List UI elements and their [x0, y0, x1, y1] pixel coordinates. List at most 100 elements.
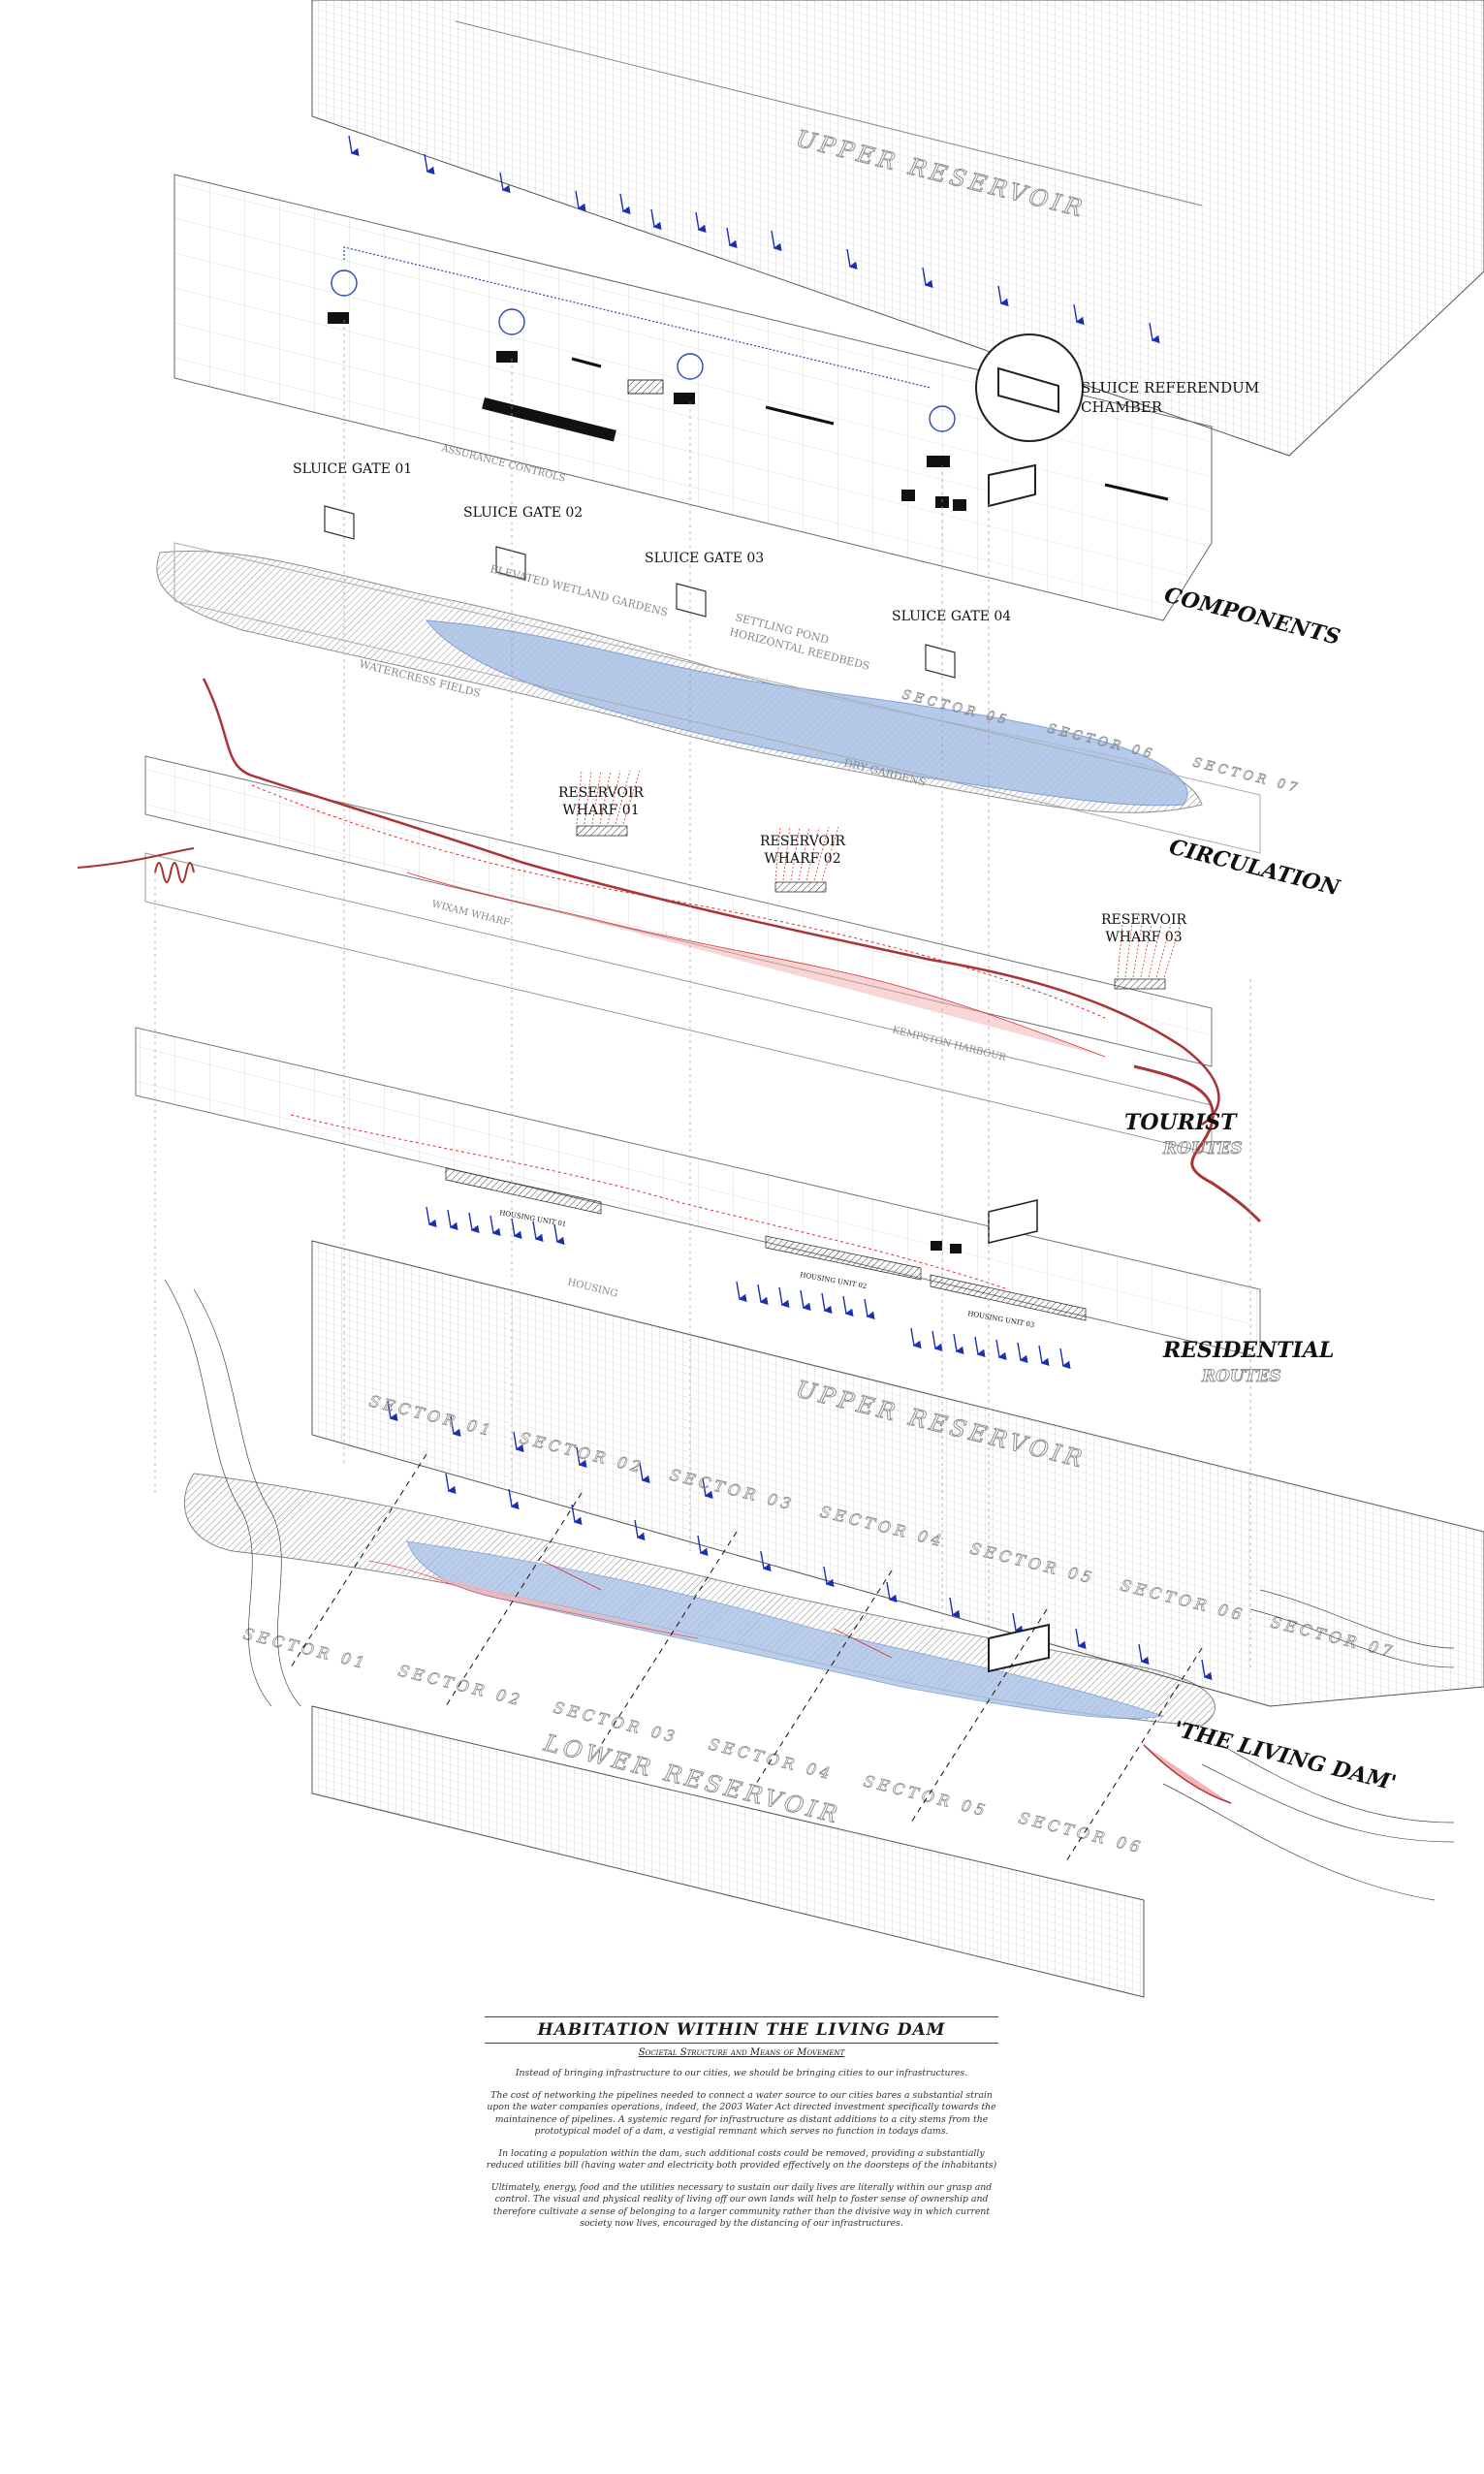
flow-arrow: [778, 1286, 790, 1308]
tourist-routes-title: TOURIST ROUTES: [1124, 1110, 1244, 1158]
flow-arrow: [348, 135, 360, 156]
projection-lines: [154, 320, 1251, 1667]
components-title: COMPONENTS: [1162, 583, 1343, 650]
item-housing: HOUSING: [566, 1277, 618, 1299]
flow-arrow: [726, 227, 738, 248]
living-dam-assembly: UPPER RESERVOIR LOWER RESERVOIR SECTOR 0…: [164, 1240, 1484, 1998]
flow-arrow: [1017, 1342, 1028, 1363]
flow-arrow: [931, 1330, 943, 1351]
flow-arrow: [1075, 1628, 1087, 1649]
flow-arrow: [499, 172, 511, 193]
caption-subtitle: Societal Structure and Means of Movement: [638, 2047, 845, 2058]
sluice-gate-01-label: SLUICE GATE 01: [293, 461, 412, 477]
housing-flow-arrows: [426, 1206, 1071, 1369]
flow-arrow: [886, 1581, 898, 1602]
caption-paragraph-4: Ultimately, energy, food and the utiliti…: [490, 2181, 993, 2230]
flow-arrow: [1038, 1345, 1050, 1366]
caption-paragraph-2: The cost of networking the pipelines nee…: [487, 2089, 996, 2138]
caption-title: HABITATION WITHIN THE LIVING DAM: [485, 2016, 998, 2044]
sector-label: SECTOR 01: [241, 1624, 370, 1672]
item-kempston-harbour: KEMPSTON HARBOUR: [891, 1025, 1007, 1063]
sector-label: SECTOR 07: [1191, 755, 1302, 796]
upper-reservoir-plane: UPPER RESERVOIR: [311, 0, 1484, 457]
flow-arrows-bottom: [387, 1400, 1213, 1680]
flow-arrow: [468, 1212, 480, 1233]
flow-arrow: [1059, 1348, 1071, 1369]
wharf-ray: [774, 826, 781, 881]
flow-arrow: [823, 1566, 835, 1587]
wharf-ray: [576, 770, 583, 825]
flow-arrow: [571, 1504, 583, 1525]
wharf-ray: [607, 770, 621, 825]
flow-arrow: [800, 1289, 811, 1311]
flow-arrow: [639, 1462, 650, 1483]
wharf-ray: [1124, 923, 1133, 978]
flow-arrow: [821, 1292, 833, 1314]
wharf-ray: [591, 770, 602, 825]
flow-arrow: [702, 1477, 713, 1499]
flow-arrow: [1138, 1643, 1150, 1665]
flow-arrow: [949, 1597, 961, 1618]
item-wixam-wharf: WIXAM WHARF: [430, 899, 511, 929]
flow-arrows-top: [348, 135, 1160, 343]
flow-arrow: [846, 248, 858, 270]
residential-routes-title: RESIDENTIAL ROUTES: [1162, 1338, 1342, 1386]
wharf-ray: [790, 826, 801, 881]
flow-arrow: [553, 1223, 565, 1245]
flow-arrow: [757, 1284, 769, 1305]
flow-arrow: [697, 1535, 709, 1556]
flow-arrow: [910, 1327, 922, 1348]
wharf-ray: [1163, 923, 1182, 978]
flow-arrow: [995, 1339, 1007, 1360]
flow-arrow: [424, 153, 435, 174]
flow-arrow: [634, 1519, 646, 1540]
housing-unit-03-label: HOUSING UNIT 03: [967, 1310, 1035, 1329]
wharf-ray: [599, 770, 612, 825]
flow-arrow: [974, 1336, 986, 1357]
flow-arrow: [508, 1488, 520, 1509]
referendum-circles: [331, 270, 956, 432]
flow-arrow: [736, 1281, 747, 1302]
circulation-title: CIRCULATION: [1167, 835, 1343, 902]
wharf-ray: [798, 826, 810, 881]
flow-arrow: [997, 285, 1009, 306]
flow-arrow: [513, 1431, 524, 1452]
caption-paragraph-3: In locating a population within the dam,…: [486, 2147, 997, 2172]
flow-arrow: [619, 193, 631, 214]
flow-arrow: [650, 208, 662, 230]
flow-arrow: [922, 267, 933, 288]
flow-arrow: [450, 1415, 461, 1437]
wharf-ray: [1148, 923, 1162, 978]
flow-arrow: [489, 1215, 501, 1236]
housing-unit-01-label: HOUSING UNIT 01: [499, 1209, 567, 1228]
caption-block: HABITATION WITHIN THE LIVING DAM Societa…: [485, 2016, 998, 2240]
flow-arrow: [695, 211, 707, 233]
flow-arrow: [1073, 303, 1085, 325]
sluice-gate-04-label: SLUICE GATE 04: [892, 609, 1011, 624]
sector-label: SECTOR 05: [862, 1771, 991, 1820]
flow-arrow: [760, 1550, 772, 1571]
wharf-rays: [576, 770, 1182, 978]
wharf-ray: [1155, 923, 1172, 978]
flow-arrow: [771, 230, 782, 251]
wharf-ray: [584, 770, 592, 825]
flow-arrow: [445, 1473, 457, 1494]
flow-arrow: [842, 1295, 854, 1316]
housing-unit-02-label: HOUSING UNIT 02: [800, 1271, 868, 1290]
wharf-ray: [1117, 923, 1123, 978]
sector-label: SECTOR 02: [396, 1661, 525, 1709]
item-elevated-wetland: ELEVATED WETLAND GARDENS: [489, 562, 669, 618]
flow-arrow: [447, 1209, 458, 1230]
flow-arrow: [1201, 1659, 1213, 1680]
wharf-ray: [805, 826, 820, 881]
flow-arrow: [387, 1400, 398, 1421]
flow-arrow: [532, 1221, 544, 1242]
wharf-ray: [813, 826, 830, 881]
flow-arrow: [1012, 1612, 1024, 1633]
flow-arrow: [575, 190, 586, 211]
sector-label: SECTOR 06: [1017, 1808, 1146, 1856]
flow-arrow: [953, 1333, 964, 1354]
flow-arrow: [511, 1218, 522, 1239]
